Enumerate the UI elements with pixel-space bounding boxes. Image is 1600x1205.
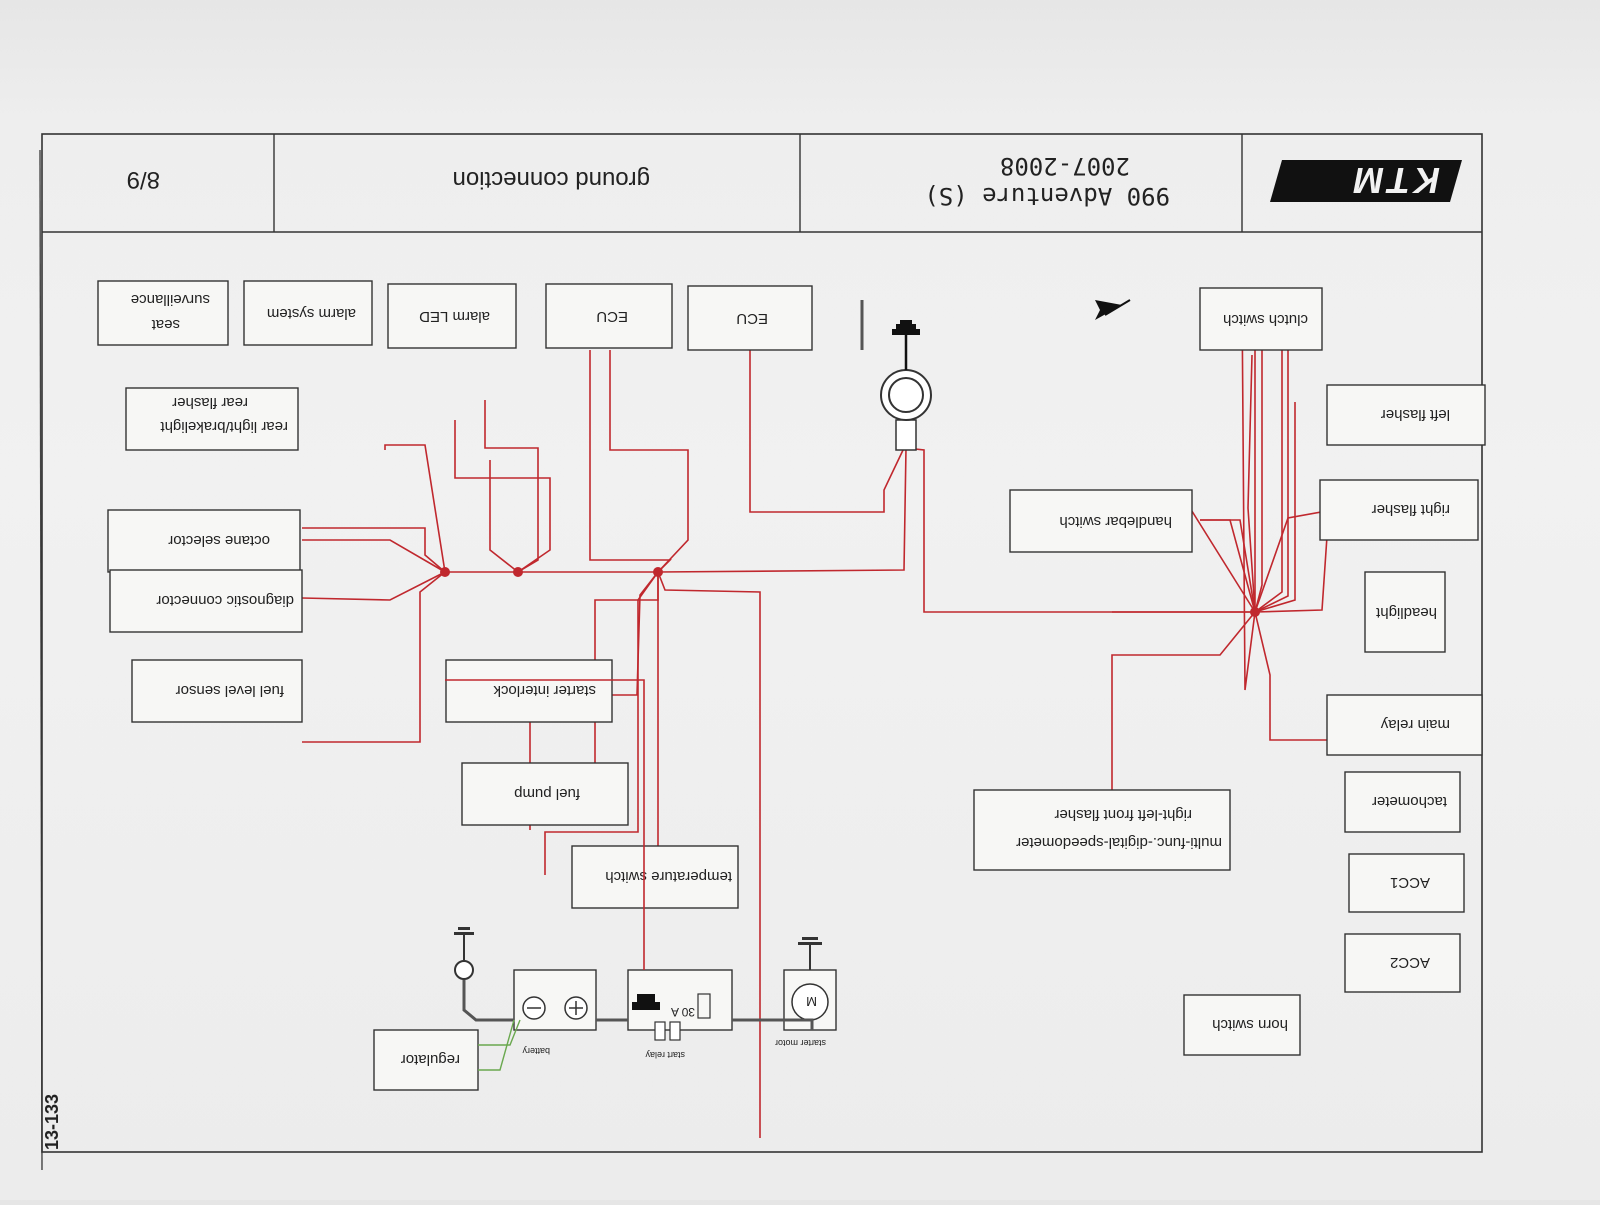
junction-right-hub (1250, 607, 1260, 617)
component-seat-surveillance: seat surveillance (97, 280, 229, 346)
model-years: 2007-2008 (1000, 152, 1130, 180)
side-page-label: 13-133 (42, 1094, 62, 1150)
component-right-flasher: right flasher (1319, 479, 1479, 541)
svg-text:ACC2: ACC2 (1390, 954, 1430, 971)
component-clutch-switch: clutch switch (1199, 287, 1323, 351)
component-regulator: regulator (373, 1029, 479, 1091)
svg-text:left flasher: left flasher (1381, 406, 1450, 423)
arrow-marker-icon (1095, 300, 1122, 320)
svg-text:right flasher: right flasher (1372, 501, 1450, 518)
svg-text:main relay: main relay (1380, 716, 1450, 733)
svg-text:30 A: 30 A (671, 1005, 695, 1019)
component-alarm-system: alarm system (243, 280, 373, 346)
component-speedometer: multi-func.-digital-speedometer right-le… (973, 789, 1231, 871)
component-diagnostic-connector: diagnostic connector (109, 569, 303, 633)
component-alarm-led: alarm LED (387, 283, 517, 349)
starter-motor-group: M starter motor (775, 937, 837, 1048)
component-ecu-b: ECU (545, 283, 673, 349)
svg-text:alarm LED: alarm LED (419, 308, 490, 325)
component-headlight: headlight (1364, 571, 1446, 653)
sheet-frame (41, 133, 1483, 1153)
svg-text:headlight: headlight (1375, 604, 1437, 621)
battery-group: battery (513, 969, 597, 1056)
start-relay-group: 30 A start relay (627, 969, 733, 1060)
component-acc1: ACC1 (1348, 853, 1465, 913)
svg-text:horn switch: horn switch (1212, 1016, 1288, 1033)
svg-text:multi-func.-digital-speedomete: multi-func.-digital-speedometer (1016, 834, 1222, 851)
component-main-relay: main relay (1326, 694, 1483, 756)
rotated-sheet: KTM 990 Adventure (S) 2007-2008 ground c… (41, 133, 1486, 1153)
svg-text:handlebar switch: handlebar switch (1059, 513, 1172, 530)
svg-text:ACC1: ACC1 (1390, 874, 1430, 891)
svg-text:KTM: KTM (1350, 160, 1440, 201)
component-temperature-switch: temperature switch (571, 845, 739, 909)
svg-text:ECU: ECU (596, 308, 628, 325)
svg-text:M: M (806, 994, 817, 1009)
svg-text:battery: battery (522, 1046, 550, 1056)
ktm-logo: KTM (1270, 160, 1462, 202)
component-fuel-level-sensor: fuel level sensor (131, 659, 303, 723)
junction-center-hub (653, 567, 663, 577)
page-number: 8/9 (127, 166, 160, 193)
svg-text:octane selector: octane selector (168, 532, 270, 549)
wire-harness (301, 294, 1361, 1138)
svg-text:right-left front flasher: right-left front flasher (1054, 806, 1192, 823)
svg-text:surveillance: surveillance (131, 291, 210, 308)
svg-text:starter motor: starter motor (775, 1038, 826, 1048)
model-title: 990 Adventure (S) (924, 182, 1170, 210)
svg-text:starter interlock: starter interlock (493, 682, 596, 699)
svg-text:ECU: ECU (736, 310, 768, 327)
component-octane-selector: octane selector (107, 509, 301, 573)
svg-text:start relay: start relay (645, 1050, 685, 1060)
junction-hub-3 (440, 567, 450, 577)
component-rear-light: rear light/brakelight rear flasher (125, 387, 299, 451)
svg-text:diagnostic connector: diagnostic connector (156, 592, 294, 609)
svg-text:clutch switch: clutch switch (1223, 311, 1308, 328)
svg-text:fuel level sensor: fuel level sensor (176, 682, 284, 699)
component-horn-switch: horn switch (1183, 994, 1301, 1056)
component-handlebar-switch: handlebar switch (1009, 489, 1193, 553)
component-ecu-a: ECU (687, 285, 813, 351)
component-fuel-pump: fuel pump (461, 762, 629, 826)
ground-point-icon (880, 320, 932, 451)
component-acc2: ACC2 (1344, 933, 1461, 993)
battery-ground-point-icon (454, 927, 474, 980)
svg-text:fuel pump: fuel pump (514, 785, 580, 802)
component-starter-interlock: starter interlock (445, 659, 613, 723)
component-tachometer: tachometer (1344, 771, 1461, 833)
section-title: ground connection (453, 166, 650, 193)
svg-text:temperature switch: temperature switch (605, 868, 732, 885)
component-left-flasher: left flasher (1326, 384, 1486, 446)
svg-text:rear flasher: rear flasher (172, 394, 248, 411)
svg-text:tachometer: tachometer (1372, 793, 1447, 810)
svg-text:alarm system: alarm system (267, 305, 356, 322)
svg-text:regulator: regulator (401, 1051, 460, 1068)
svg-text:rear light/brakelight: rear light/brakelight (160, 418, 288, 435)
svg-text:seat: seat (151, 316, 180, 333)
junction-hub-2 (513, 567, 523, 577)
